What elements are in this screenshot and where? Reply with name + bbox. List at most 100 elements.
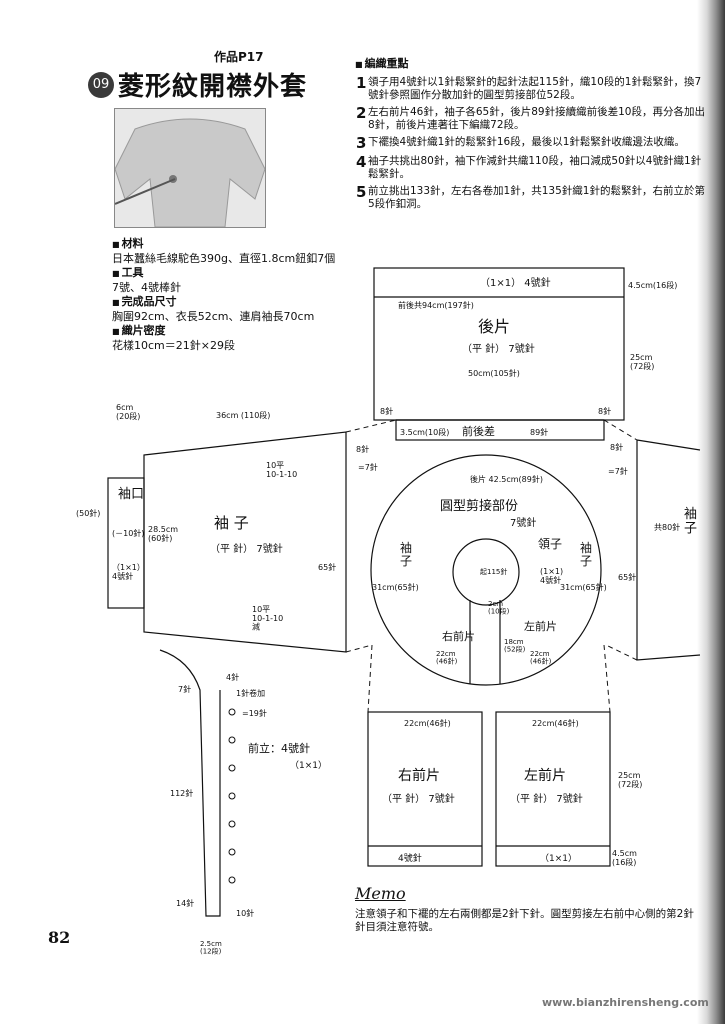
back-rib-height: 4.5cm(16段)	[628, 280, 677, 290]
diff-right: 89針	[530, 427, 548, 437]
watermark-text: www.bianzhirensheng.com	[542, 996, 709, 1009]
band-bottom-sts: 14針	[176, 898, 194, 908]
page-number: 82	[48, 928, 71, 947]
gauge-head: 織片密度	[112, 324, 335, 339]
size-text: 胸圍92cm、衣長52cm、連肩袖長70cm	[112, 310, 315, 323]
yoke-sleeve-left-sts: 31cm(65針)	[372, 582, 419, 592]
band-top-sts: 4針	[226, 672, 239, 682]
step-number: 3	[356, 134, 367, 152]
step-number: 5	[356, 183, 367, 201]
sleeve-top-sts: 8針	[356, 444, 369, 454]
yoke-circle	[370, 454, 602, 686]
right-sleeve-8: 8針	[610, 442, 623, 452]
cardigan-photo-image	[115, 109, 265, 227]
right-front-width: 22cm(46針)	[404, 718, 451, 728]
gauge-text: 花樣10cm＝21針×29段	[112, 339, 235, 352]
band-collar-sts: 7針	[178, 684, 191, 694]
band-title: 前立：4號針	[248, 741, 310, 755]
yoke-title: 圓型剪接部份	[440, 498, 518, 514]
tools-head: 工具	[112, 266, 335, 281]
pattern-title: 菱形紋開襟外套	[118, 72, 308, 102]
cardigan-photo	[114, 108, 266, 228]
right-sleeve-sts: 共80針	[654, 522, 680, 532]
sleeve-left-outline	[143, 431, 347, 653]
diff-left: 3.5cm(10段)	[400, 427, 449, 437]
materials-list: 材料 日本蠶絲毛線駝色390g、直徑1.8cm鈕釦7個 工具 7號、4號棒針 完…	[112, 237, 335, 353]
front-rib-height: 4.5cm(16段)	[612, 849, 637, 867]
front-rib-left: 4號針	[398, 852, 422, 864]
memo-title: Memo	[355, 884, 406, 903]
inc-left: 8針	[380, 406, 393, 416]
front-rib-right: （1×1）	[540, 853, 577, 864]
size-head: 完成品尺寸	[112, 295, 335, 310]
cuff-length: 6cm(20段)	[116, 403, 140, 421]
right-sleeve-label: 袖子	[684, 507, 697, 536]
materials-head: 材料	[112, 237, 335, 252]
back-cast-on-note: 前後共94cm(197針)	[398, 300, 474, 310]
band-length: 112針	[170, 788, 193, 798]
pattern-number-badge: 09	[88, 72, 114, 98]
cuff-pattern: （1×1）4號針	[112, 563, 145, 581]
steps-title: 編織重點	[355, 55, 409, 71]
left-front-width: 22cm(46針)	[532, 718, 579, 728]
band-bottom-right: 10針	[236, 908, 254, 918]
yoke-left-front-sts: 22cm(46針)	[530, 650, 552, 666]
step-text: 領子用4號針以1針鬆緊針的起針法起115針，織10段的1針鬆緊針，換7號針參照圖…	[368, 76, 702, 101]
yoke-sleeve-left: 袖子	[400, 540, 412, 568]
step-number: 1	[356, 74, 367, 92]
back-title: 後片	[478, 317, 510, 336]
yoke-left-front: 左前片	[524, 619, 557, 633]
step-text: 前立挑出133針，左右各卷加1針，共135針織1針的鬆緊針，右前立於第5段作釦洞…	[368, 185, 705, 210]
cuff-decrease: (－10針)	[112, 528, 144, 538]
right-sleeve-eq: =7針	[608, 466, 628, 476]
yoke-sleeve-right: 袖子	[580, 540, 592, 568]
yoke-pattern: 7號針	[510, 516, 536, 529]
sleeve-pattern: （平 針） 7號針	[210, 542, 283, 555]
right-front-title: 右前片	[398, 767, 440, 784]
sleeve-title: 袖 子	[214, 514, 249, 532]
cuff-stitches: (50針)	[76, 508, 100, 518]
diff-label: 前後差	[462, 424, 495, 438]
tools-text: 7號、4號棒針	[112, 281, 181, 294]
step-text: 袖子共挑出80針，袖下作減針共織110段，袖口減成50針以4號針織1針鬆緊針。	[368, 155, 702, 180]
left-front-title: 左前片	[524, 767, 566, 784]
book-binding-shadow	[697, 0, 725, 1024]
band-hole-note: =19針	[242, 708, 267, 718]
work-reference: 作品P17	[214, 50, 264, 64]
sleeve-top-eq: =7針	[358, 462, 378, 472]
back-rib-label: （1×1） 4號針	[480, 276, 551, 289]
back-width: 50cm(105針)	[468, 368, 520, 378]
right-front-pattern: （平 針） 7號針	[382, 792, 455, 805]
sleeve-cuff-outline	[107, 477, 145, 609]
band-width: 2.5cm(12段)	[200, 940, 222, 956]
materials-text: 日本蠶絲毛線駝色390g、直徑1.8cm鈕釦7個	[112, 252, 336, 265]
left-front-pattern: （平 針） 7號針	[510, 792, 583, 805]
band-pattern: （1×1）	[290, 760, 327, 771]
collar-circle	[452, 538, 520, 606]
front-band-outline	[159, 649, 221, 917]
back-pattern: （平 針） 7號針	[462, 342, 535, 355]
step-number: 4	[356, 153, 367, 171]
collar-depth: 2cm(10段)	[488, 600, 510, 616]
sleeve-stitches: 65針	[318, 562, 336, 572]
inc-right: 8針	[598, 406, 611, 416]
back-body-height: 25cm(72段)	[630, 353, 654, 371]
collar-cast-on: 起115針	[480, 567, 507, 576]
yoke-back-arc: 後片 42.5cm(89針)	[470, 474, 543, 484]
step-text: 下襬換4號針織1針的鬆緊針16段，最後以1針鬆緊針收織邊法收織。	[368, 136, 685, 148]
sleeve-right-outline	[636, 439, 701, 661]
memo-text: 注意領子和下襬的左右兩側都是2針下針。圓型剪接左右前中心側的第2針針目須注意符號…	[355, 908, 694, 933]
right-front-outline	[367, 711, 483, 867]
step-number: 2	[356, 104, 367, 122]
cuff-title: 袖口	[118, 487, 144, 502]
collar-pattern: (1×1)4號針	[540, 567, 563, 585]
right-sleeve-65: 65針	[618, 572, 636, 582]
